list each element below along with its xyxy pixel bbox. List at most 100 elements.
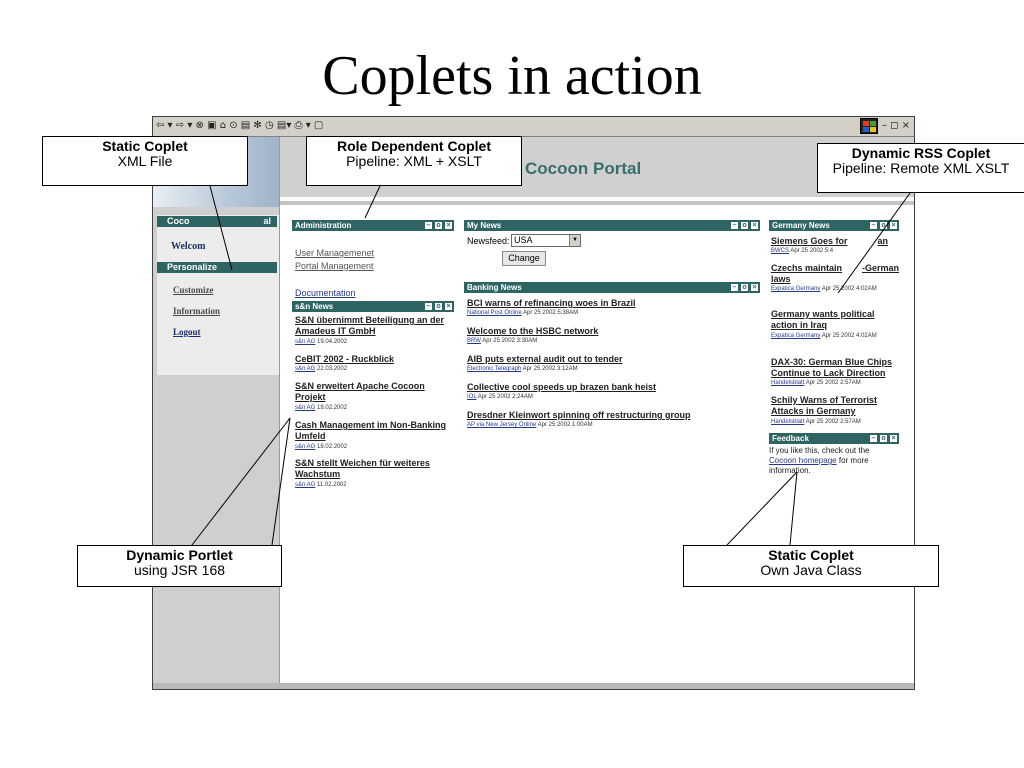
news-date: Apr 25 2002 4:02AM xyxy=(821,286,877,292)
sidebar-item-logout[interactable]: Logout xyxy=(173,327,201,337)
cocoon-homepage-link[interactable]: Cocoon homepage xyxy=(769,456,837,465)
newsfeed-select-value: USA xyxy=(514,235,533,245)
banking-news-header: Banking News –o× xyxy=(464,282,760,293)
callout-subtitle: using JSR 168 xyxy=(133,562,226,578)
maximize-icon[interactable]: o xyxy=(740,221,749,230)
banking-news-item-title[interactable]: BCI warns of refinancing woes in Brazil xyxy=(467,298,636,308)
news-date: Apr 25 2002 3:12AM xyxy=(522,366,578,372)
germany-news-item-title[interactable]: Siemens Goes for an xyxy=(771,236,888,247)
germany-news-item-meta: BWCS Apr 25 2002 5:4 xyxy=(771,247,833,255)
callout-subtitle: XML File xyxy=(117,153,173,169)
news-source-link[interactable]: Expatica Germany xyxy=(771,333,821,339)
window-controls[interactable]: – ◻ × xyxy=(881,120,910,131)
close-icon[interactable]: × xyxy=(889,221,898,230)
minimize-icon[interactable]: – xyxy=(869,221,878,230)
minimize-icon[interactable]: – xyxy=(730,283,739,292)
banking-news-item-title[interactable]: Welcome to the HSBC network xyxy=(467,326,599,336)
toolbar-buttons[interactable]: ⇦ ▾ ⇨ ▾ ⊗ ▣ ⌂ ⊙ ▤ ✻ ◷ ▤▾ ⎙ ▾ ▢ xyxy=(156,120,324,131)
sn-news-item-title[interactable]: CeBIT 2002 - Ruckblick xyxy=(295,354,395,364)
germany-news-item-title[interactable]: Czechs maintain-German laws xyxy=(771,263,903,285)
newsfeed-select[interactable]: USA ▼ xyxy=(511,234,581,247)
link-portal-management[interactable]: Portal Management xyxy=(295,261,374,271)
germany-news-title-start: Siemens Goes for xyxy=(771,236,848,246)
banking-news-item-title[interactable]: AIB puts external audit out to tender xyxy=(467,354,623,364)
news-source-link[interactable]: AP via New Jersey Online xyxy=(467,422,537,428)
sn-news-item-title[interactable]: S&N übernimmt Beteiligung an der Amadeus… xyxy=(295,315,445,336)
callout-title: Static Coplet xyxy=(768,547,854,563)
news-source-link[interactable]: IOL xyxy=(467,394,477,400)
news-date: Apr 25 2002 5:4 xyxy=(790,248,834,254)
news-date: 19.02.2002 xyxy=(317,405,348,411)
news-date: 18.02.2002 xyxy=(317,444,348,450)
link-documentation[interactable]: Documentation xyxy=(295,288,356,298)
news-source-link[interactable]: s&n AG xyxy=(295,405,316,411)
banking-news-item-meta: Electronic Telegraph Apr 25 2002 3:12AM xyxy=(467,365,578,373)
news-source-link[interactable]: BRW xyxy=(467,338,481,344)
news-date: 19.04.2002 xyxy=(317,339,348,345)
sidebar-welcome[interactable]: Welcom xyxy=(171,241,206,252)
germany-news-item-title[interactable]: Germany wants political action in Iraq xyxy=(771,309,875,330)
news-date: Apr 25 2002 5:38AM xyxy=(523,310,579,316)
minimize-icon[interactable]: – xyxy=(730,221,739,230)
germany-news-title: Germany News xyxy=(772,221,830,230)
news-source-link[interactable]: BWCS xyxy=(771,248,789,254)
close-icon[interactable]: × xyxy=(750,221,759,230)
minimize-icon[interactable]: – xyxy=(424,302,433,311)
administration-header: Administration –o× xyxy=(292,220,454,231)
sn-news-item-title[interactable]: S&N stellt Weichen für weiteres Wachstum xyxy=(295,458,430,479)
newsfeed-label: Newsfeed: xyxy=(467,236,510,246)
news-source-link[interactable]: Electronic Telegraph xyxy=(467,366,522,372)
callout-static-java: Static Coplet Own Java Class xyxy=(683,545,939,587)
maximize-icon[interactable]: o xyxy=(434,221,443,230)
feedback-text-before: If you like this, check out the xyxy=(769,446,870,455)
news-source-link[interactable]: s&n AG xyxy=(295,444,316,450)
callout-static-xml: Static Coplet XML File xyxy=(42,136,248,186)
sn-news-item-title[interactable]: S&N erweitert Apache Cocoon Projekt xyxy=(295,381,425,402)
my-news-controls: –o× xyxy=(730,221,759,230)
germany-news-item-title[interactable]: DAX-30: German Blue Chips Continue to La… xyxy=(771,357,893,378)
news-source-link[interactable]: s&n AG xyxy=(295,482,316,488)
close-icon[interactable]: × xyxy=(444,302,453,311)
windows-logo-icon xyxy=(860,118,878,134)
news-source-link[interactable]: National Post Online xyxy=(467,310,522,316)
sidebar-item-information[interactable]: Information xyxy=(173,306,220,316)
minimize-icon[interactable]: – xyxy=(424,221,433,230)
close-icon[interactable]: × xyxy=(889,434,898,443)
close-icon[interactable]: × xyxy=(444,221,453,230)
callout-dynamic-rss: Dynamic RSS Coplet Pipeline: Remote XML … xyxy=(817,143,1024,193)
news-date: Apr 25 2002 2:57AM xyxy=(805,380,861,386)
maximize-icon[interactable]: o xyxy=(740,283,749,292)
banking-news-item-meta: IOL Apr 25 2002 2:24AM xyxy=(467,393,533,401)
news-date: Apr 25 2002 2:24AM xyxy=(477,394,533,400)
news-source-link[interactable]: Expatica Germany xyxy=(771,286,821,292)
callout-title: Dynamic Portlet xyxy=(126,547,233,563)
close-icon[interactable]: × xyxy=(750,283,759,292)
sidebar-header-text-end: al xyxy=(263,216,272,226)
sidebar-item-customize[interactable]: Customize xyxy=(173,285,214,295)
change-button[interactable]: Change xyxy=(502,251,546,266)
maximize-icon[interactable]: o xyxy=(879,434,888,443)
news-source-link[interactable]: s&n AG xyxy=(295,366,316,372)
sn-news-item-meta: s&n AG 18.02.2002 xyxy=(295,443,347,451)
callout-subtitle: Pipeline: XML + XSLT xyxy=(346,153,482,169)
germany-news-item-meta: Handelsblatt Apr 25 2002 2:57AM xyxy=(771,379,861,387)
news-source-link[interactable]: s&n AG xyxy=(295,339,316,345)
germany-news-title-end: an xyxy=(877,236,889,246)
minimize-icon[interactable]: – xyxy=(869,434,878,443)
banking-news-item-title[interactable]: Dresdner Kleinwort spinning off restruct… xyxy=(467,410,691,420)
banking-news-item-title[interactable]: Collective cool speeds up brazen bank he… xyxy=(467,382,657,392)
germany-news-header: Germany News –o× xyxy=(769,220,899,231)
link-user-management[interactable]: User Managemenet xyxy=(295,248,375,258)
feedback-text: If you like this, check out the Cocoon h… xyxy=(769,446,897,476)
germany-news-item-title[interactable]: Schily Warns of Terrorist Attacks in Ger… xyxy=(771,395,878,416)
sn-news-item-meta: s&n AG 22.03.2002 xyxy=(295,365,347,373)
sn-news-item-title[interactable]: Cash Management im Non-Banking Umfeld xyxy=(295,420,447,441)
sidebar-personalize[interactable]: Personalize xyxy=(157,262,277,273)
news-date: Apr 25 2002 3:30AM xyxy=(482,338,538,344)
maximize-icon[interactable]: o xyxy=(879,221,888,230)
maximize-icon[interactable]: o xyxy=(434,302,443,311)
chevron-down-icon[interactable]: ▼ xyxy=(569,235,580,246)
news-source-link[interactable]: Handelsblatt xyxy=(771,380,805,386)
news-source-link[interactable]: Handelsblatt xyxy=(771,419,805,425)
